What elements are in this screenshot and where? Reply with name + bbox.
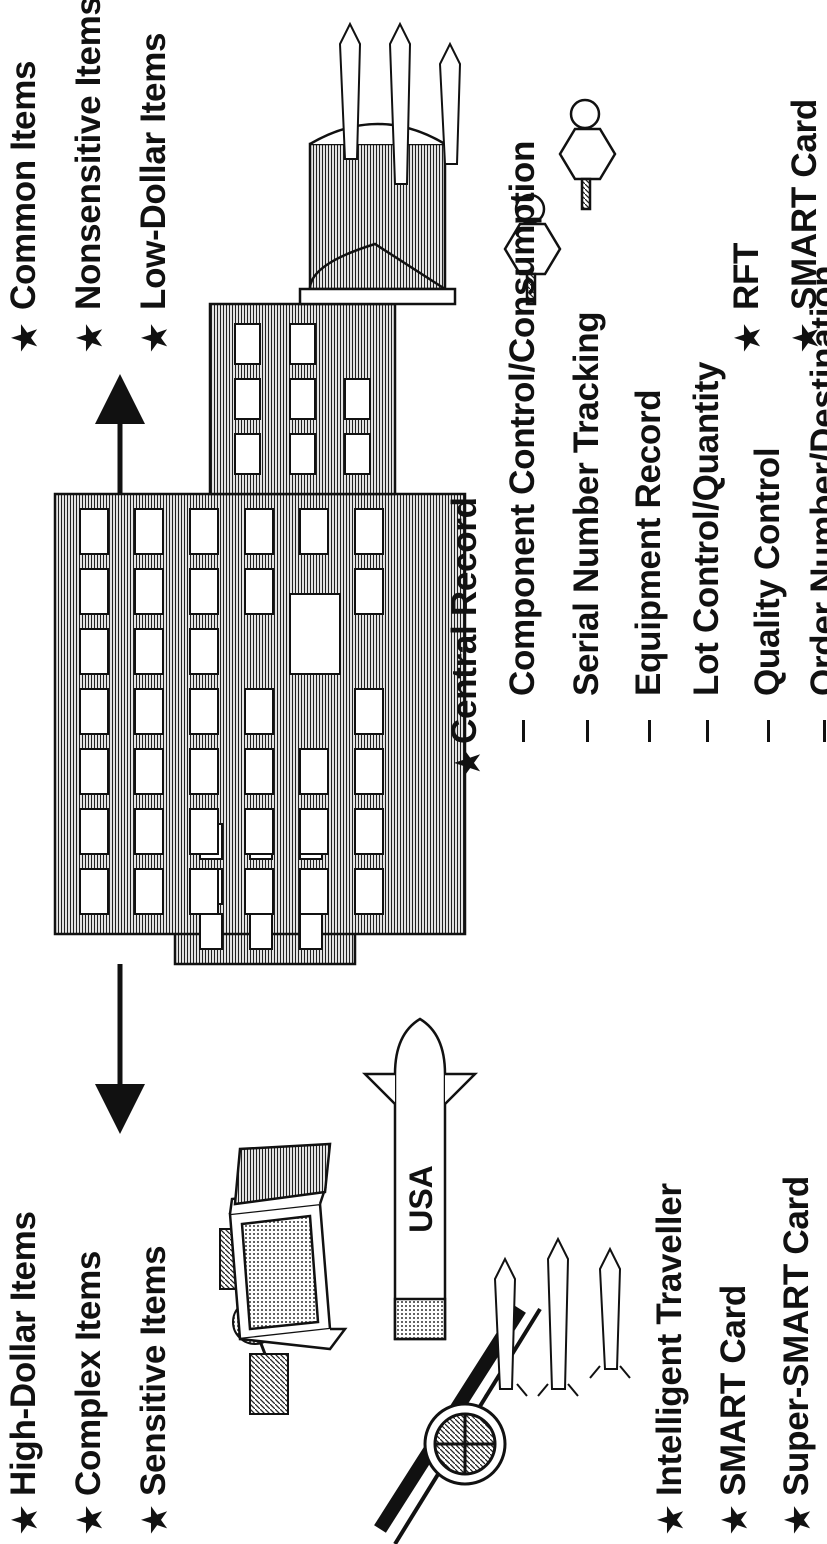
building-icon (53, 302, 467, 966)
star-icon: ★ (134, 1503, 175, 1536)
usa-missile-icon: USA (361, 1017, 479, 1341)
center-item-4: Lot Control/Quantity (687, 361, 726, 696)
star-icon: ★ (650, 1503, 691, 1536)
missiles-right-icon (338, 21, 462, 185)
center-item-2: Serial Number Tracking (567, 311, 606, 696)
bolts-icon (503, 98, 617, 306)
top-left-item-1: High-Dollar Items (4, 1211, 43, 1496)
center-item-3: Equipment Record (629, 389, 668, 696)
top-right-item-2: Nonsensitive Items (69, 0, 108, 310)
terminal-icon (228, 1142, 348, 1351)
bottom-left-item-1: Intelligent Traveller (650, 1183, 689, 1496)
missiles-left-icon (484, 1236, 631, 1397)
shell-icon (298, 122, 457, 306)
bottom-right-item-1: RFT (727, 242, 766, 310)
dash-icon (586, 720, 589, 742)
top-right-item-1: Common Items (4, 60, 43, 310)
bottom-left-item-2: SMART Card (714, 1285, 753, 1496)
star-icon: ★ (447, 746, 488, 779)
star-icon: ★ (69, 1503, 110, 1536)
star-icon: ★ (4, 321, 45, 354)
bottom-left-item-3: Super-SMART Card (777, 1176, 816, 1496)
star-icon: ★ (4, 1503, 45, 1536)
dash-icon (823, 720, 826, 742)
central-record-heading: Central Record (445, 497, 484, 744)
bottom-right-item-2: SMART Card (785, 99, 824, 310)
center-item-5: Quality Control (748, 447, 787, 696)
star-icon: ★ (777, 1503, 818, 1536)
cannon-icon (374, 1305, 542, 1544)
star-icon: ★ (727, 321, 768, 354)
top-left-item-2: Complex Items (69, 1250, 108, 1496)
dash-icon (767, 720, 770, 742)
dash-icon (706, 720, 709, 742)
top-left-item-3: Sensitive Items (134, 1245, 173, 1496)
star-icon: ★ (134, 321, 175, 354)
center-item-1: Component Control/Consumption (503, 140, 542, 696)
star-icon: ★ (785, 321, 826, 354)
star-icon: ★ (714, 1503, 755, 1536)
usa-label: USA (403, 1165, 439, 1233)
top-right-item-3: Low-Dollar Items (134, 32, 173, 310)
dash-icon (522, 720, 525, 742)
dash-icon (648, 720, 651, 742)
star-icon: ★ (69, 321, 110, 354)
